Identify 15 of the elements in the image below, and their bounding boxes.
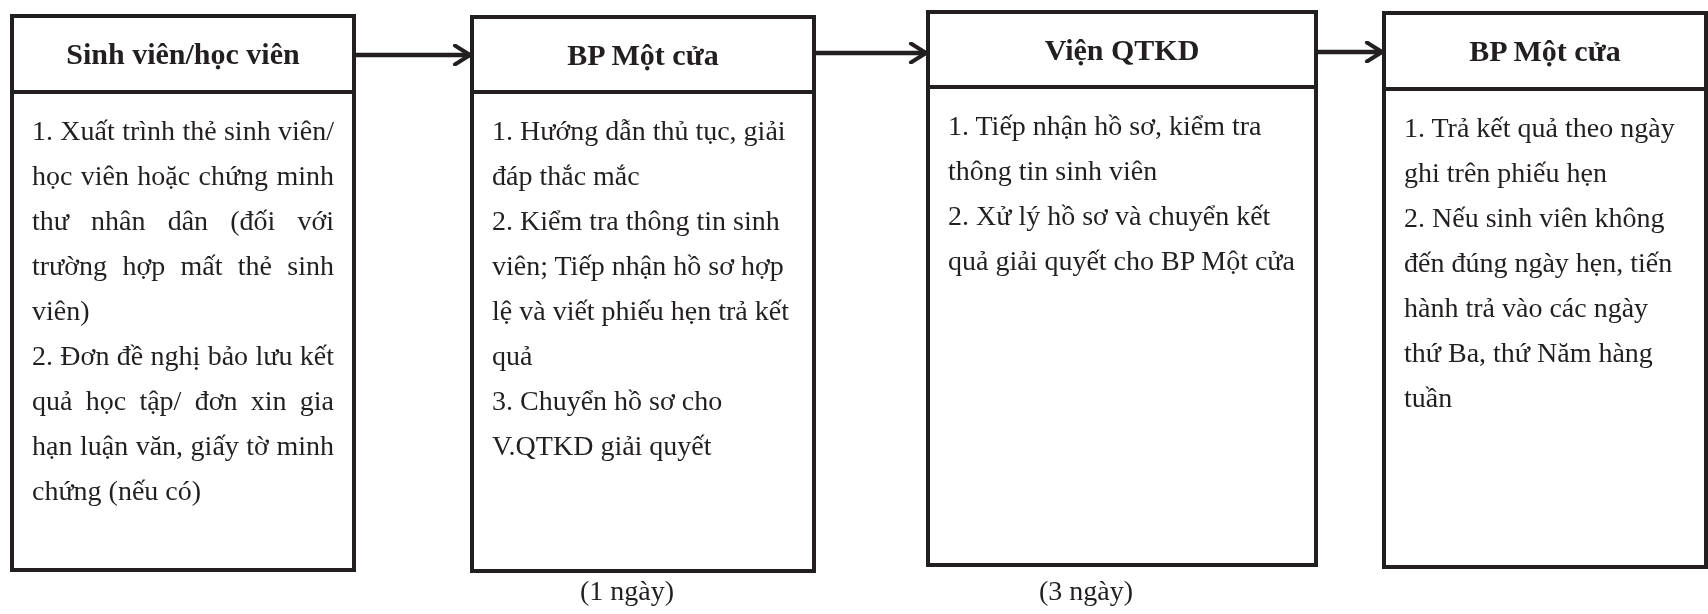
step-title: BP Một cửa (1469, 34, 1621, 68)
duration-label: (1 ngày) (579, 575, 675, 607)
step-text: 1. Trả kết quả theo ngày ghi trên phiếu hẹn (1404, 111, 1676, 190)
step-text: 1. Xuất trình thẻ sinh viên/ học viên hoặc chứng minh thư nhân dân (đối với trường hợp mất thẻ sinh viên) (32, 114, 334, 328)
step-text: 2. Nếu sinh viên không đến đúng ngày hẹn, tiến hành trả vào các ngày thứ Ba, thứ Năm hàng tuần (1404, 201, 1674, 415)
step-title: Viện QTKD (1044, 32, 1200, 67)
step-text: 2. Kiểm tra thông tin sinh viên; Tiếp nhận hồ sơ hợp lệ và viết phiếu hẹn trả kết quả (492, 204, 790, 373)
step-text: 1. Hướng dẫn thủ tục, giải đáp thắc mắc (492, 114, 787, 193)
step-text: 2. Xử lý hồ sơ và chuyển kết quả giải quyết cho BP Một cửa (948, 199, 1296, 278)
step-text: 2. Đơn đề nghị bảo lưu kết quả học tập/ đơn xin gia hạn luận văn, giấy tờ minh chứng (nếu có) (32, 339, 334, 508)
step-text: 3. Chuyển hồ sơ cho V.QTKD giải quyết (492, 384, 724, 463)
step-title: BP Một cửa (567, 37, 719, 72)
duration-label: (3 ngày) (1038, 575, 1134, 607)
step-title: Sinh viên/học viên (66, 37, 300, 71)
step-text: 1. Tiếp nhận hồ sơ, kiểm tra thông tin sinh viên (948, 109, 1263, 188)
